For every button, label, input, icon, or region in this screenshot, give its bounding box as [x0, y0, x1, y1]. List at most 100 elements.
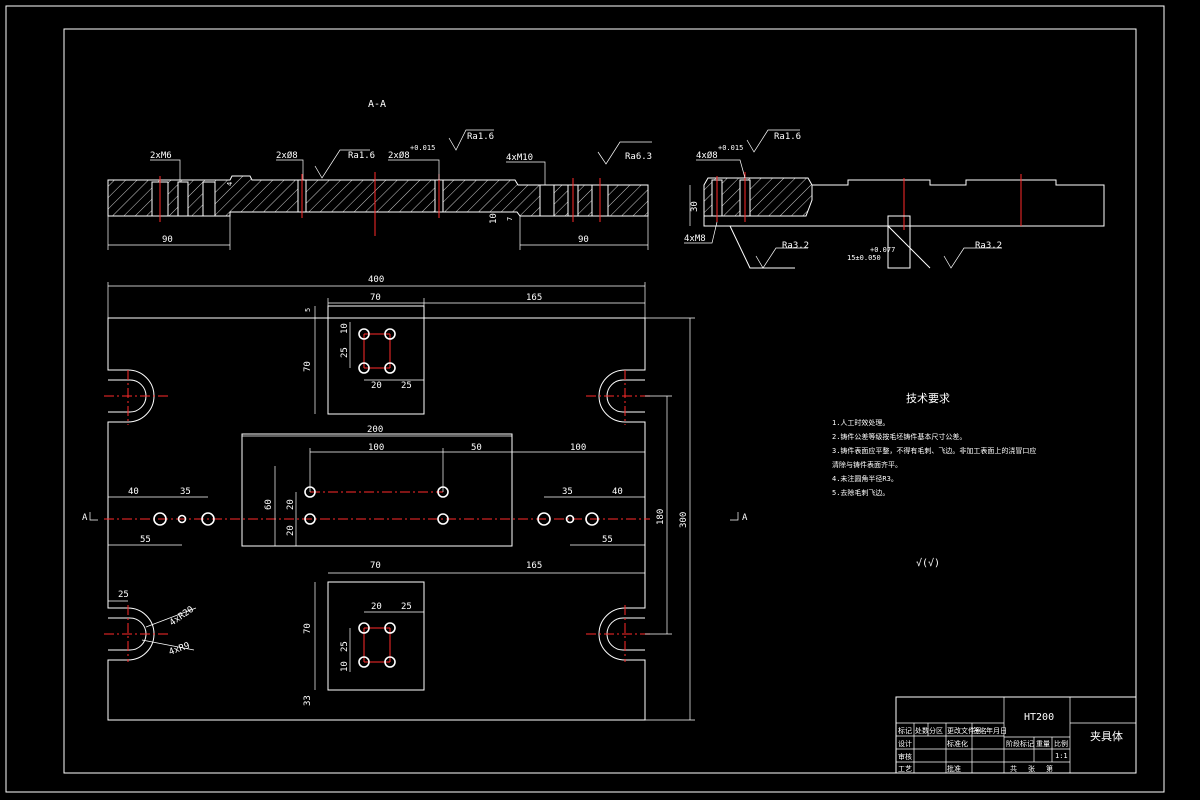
dim-bot-20: 20	[371, 602, 382, 612]
leader	[150, 159, 181, 182]
leader	[388, 159, 440, 180]
side-callout-holes-tol: +0.015	[718, 144, 743, 152]
dim-top-hole-v2: 25	[340, 347, 350, 358]
section-arrow	[89, 512, 98, 521]
dim-left-55: 55	[140, 535, 151, 545]
mount-hole	[201, 512, 215, 526]
dim-slot-25: 25	[118, 590, 129, 600]
roughness-label: Ra1.6	[467, 132, 494, 142]
section-title: A-A	[368, 99, 386, 110]
section-body-outline	[107, 175, 649, 217]
leader	[141, 639, 195, 651]
inner-drawing-frame	[63, 28, 1137, 774]
title-material: HT200	[1024, 712, 1054, 723]
dim-center-60: 60	[264, 499, 274, 510]
side-callout-holes: 4xØ8	[696, 150, 718, 161]
dim-center-20b: 20	[286, 525, 296, 536]
leader	[145, 607, 197, 628]
dim-top-hole-h2: 25	[401, 381, 412, 391]
dim-right-35: 35	[562, 487, 573, 497]
callout-pin2: 2xØ8	[388, 150, 410, 161]
pin-hole	[384, 656, 396, 668]
dim-right-90: 90	[578, 235, 589, 245]
pin-hole	[358, 656, 370, 668]
section-bore	[177, 181, 189, 217]
tech-item: 清除与铸件表面齐平。	[832, 460, 902, 469]
side-slot	[887, 215, 911, 269]
mount-hole-small	[565, 514, 575, 524]
technical-requirements: 技术要求 1.人工时效处理。 2.铸件公差等级按毛坯铸件基本尺寸公差。 3.铸件…	[832, 392, 1036, 569]
dim-bot-25: 25	[401, 602, 412, 612]
title-part-name: 夹具体	[1090, 729, 1123, 743]
dim-right-100: 100	[570, 443, 586, 453]
pin-hole	[384, 362, 396, 374]
roughness-label: Ra6.3	[625, 152, 652, 162]
callout-pin1: 2xØ8	[276, 150, 298, 161]
side-slot-tol: +0.077	[870, 246, 895, 254]
leader	[506, 161, 546, 185]
title-label: 设计	[898, 739, 912, 748]
leader	[684, 221, 718, 244]
dim-right-55: 55	[602, 535, 613, 545]
pin-hole	[358, 622, 370, 634]
mount-hole	[585, 512, 599, 526]
dim-step-10: 10	[489, 213, 499, 224]
roughness-label: Ra1.6	[348, 151, 375, 161]
title-label: 张	[1028, 764, 1035, 773]
title-label: 工艺	[898, 765, 912, 773]
title-label: 第	[1046, 764, 1053, 773]
pin-hole	[384, 328, 396, 340]
dim-right-40: 40	[612, 487, 623, 497]
dim-left-40: 40	[128, 487, 139, 497]
callout-slot-r20: 4xR20	[168, 605, 196, 629]
dim-bot-v25: 25	[340, 641, 350, 652]
section-bore	[202, 181, 216, 217]
dim-left-35: 35	[180, 487, 191, 497]
mount-hole	[537, 512, 551, 526]
roughness-general-note: √(√)	[916, 557, 940, 569]
roughness-symbol	[314, 149, 370, 179]
pin-hole	[358, 362, 370, 374]
roughness-symbol	[746, 129, 800, 153]
outer-sheet-border	[5, 5, 1165, 793]
side-chamfer	[729, 225, 931, 269]
side-body-outline	[703, 179, 1105, 227]
dim-center-100: 100	[368, 443, 384, 453]
title-label: 标记	[898, 726, 912, 735]
dim-left-90: 90	[162, 235, 173, 245]
dim-center-50: 50	[471, 443, 482, 453]
title-label: 更改文件号	[947, 726, 982, 735]
section-arrow	[730, 512, 739, 521]
title-label: 年月日	[986, 726, 1007, 735]
title-label: 阶段标记	[1006, 739, 1034, 748]
side-roughness-top: Ra1.6	[774, 132, 801, 142]
side-callout-bottom-holes: 4xM8	[684, 234, 706, 244]
title-label: 比例	[1054, 739, 1068, 748]
title-label: 批准	[947, 764, 961, 773]
dim-small-4: 4	[226, 182, 234, 186]
side-dim-30: 30	[690, 201, 700, 212]
title-label: 审核	[898, 752, 912, 761]
section-mark-left: A	[82, 513, 88, 523]
title-block: HT200 夹具体 1:1 标记 处数 分区 更改文件号 签名 年月日 设计 标…	[895, 696, 1137, 774]
pin-hole	[358, 328, 370, 340]
center-block	[241, 433, 513, 547]
tech-item: 4.未注圆角半径R3。	[832, 474, 898, 483]
dim-bot-33: 33	[303, 695, 313, 706]
side-view: 30 4xØ8 +0.015 Ra1.6 4xM8 Ra3.2 Ra3.2 15…	[684, 129, 1105, 269]
callout-slot-r9: 4xR9	[168, 641, 192, 658]
mount-hole-small	[177, 514, 187, 524]
tech-item: 3.铸件表面应平整，不得有毛刺、飞边。非加工表面上的浇冒口应	[832, 446, 1036, 455]
section-mark-right: A	[742, 513, 748, 523]
section-bore	[539, 184, 555, 217]
dim-400: 400	[368, 275, 384, 285]
title-label: 重量	[1036, 740, 1050, 748]
dim-top-small: 5	[304, 308, 312, 312]
title-label: 标准化	[947, 739, 968, 748]
side-slot-dim: 15±0.050	[847, 254, 881, 262]
dim-bot-v10: 10	[340, 661, 350, 672]
dim-center-20a: 20	[286, 499, 296, 510]
roughness-symbol	[943, 247, 1002, 269]
dim-bot-70: 70	[370, 561, 381, 571]
